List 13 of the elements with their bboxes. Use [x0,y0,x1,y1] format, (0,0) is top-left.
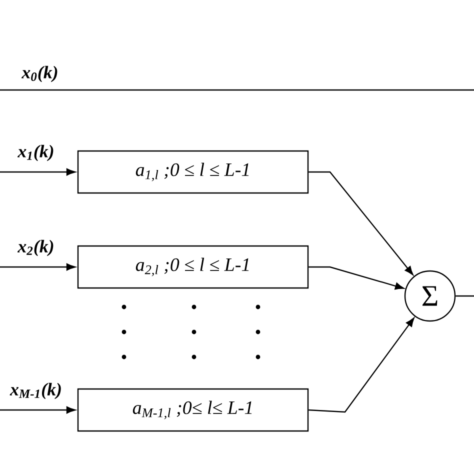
arrow [0,406,76,414]
arrow [308,318,414,413]
filter-box: a$_{M-1,l}$ ;0≤ l≤ L-1 [77,388,309,432]
arrow [0,263,76,271]
edge-label: x$_{1}$(k) [17,144,54,162]
filter-box: a$_{2,l}$ ;0 ≤ l ≤ L-1 [77,245,309,289]
arrow [308,266,404,290]
edge-label: x$_{2}$(k) [17,240,54,256]
signal-label: x$_{0}$(k) [21,66,58,82]
filter-box: a$_{1,l}$ ;0 ≤ l ≤ L-1 [77,150,309,194]
edge-label: x$_{M-1}$(k) [10,382,61,400]
arrow [308,171,414,276]
arrow [0,168,76,176]
